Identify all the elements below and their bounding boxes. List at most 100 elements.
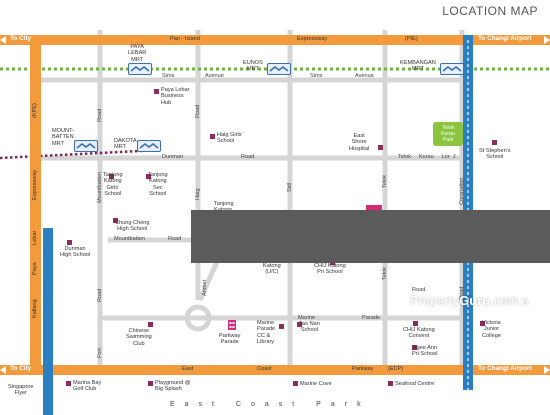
place-marker[interactable] <box>148 322 153 327</box>
place-marker[interactable] <box>113 218 118 223</box>
ecp-label-1: East <box>182 366 194 372</box>
mrt-icon <box>128 63 152 75</box>
kpe-label: (KPE) <box>32 103 38 118</box>
place-marine-cove: Marine Cove <box>300 381 332 387</box>
place-seafood-centre: Seafood Centre <box>395 381 435 387</box>
eunos-mrt: EUNOS MRT <box>243 60 263 73</box>
ecp-arrow-left <box>0 366 6 374</box>
telok-kurau-park: Telok Kurau Park <box>433 122 463 146</box>
building-marker <box>366 205 382 210</box>
place-tanjong-katong-sec: Tanjong Katong Sec School <box>148 172 168 198</box>
road-label-coronation: Coronation <box>459 177 465 205</box>
place-marker[interactable] <box>109 174 114 179</box>
paya-lebar-mrt: PAYA LEBAR MRT <box>128 44 147 63</box>
watermark: PropertyGuru.com.s <box>410 293 529 308</box>
place-chinese-swimming-club: Chinese Swimming Club <box>126 328 152 347</box>
ecp-to-changi: To Changi Airport <box>478 365 532 372</box>
east-coast-park-label: East Coast Park <box>170 401 371 408</box>
place-paya-lebar-business-hub: Paya Lebar Business Hub <box>161 87 190 106</box>
pie-arrow-right <box>544 36 550 44</box>
place-haig-girls-school: Haig Girls' School <box>217 132 243 145</box>
place-marker[interactable] <box>412 345 417 350</box>
place-katong-uc: Katong (U/C) <box>263 263 281 276</box>
road-label-sims-avenue-2: Avenue <box>355 73 374 79</box>
road-label-road-v3: Road <box>195 104 201 118</box>
kpe-expressway <box>30 35 41 375</box>
place-marker[interactable] <box>154 89 159 94</box>
road-label-still: Still <box>287 182 293 192</box>
place-ngee-ann-pri: Ngee Ann Pri School <box>412 345 438 358</box>
road-label-mountbatten: Mountbatten <box>114 236 146 242</box>
road-label-sims-right: Sims <box>310 73 323 79</box>
road-label-parade: Parade <box>362 315 381 321</box>
kallang-label: Kallang <box>32 299 38 318</box>
road-label-jalan-telok: Telok <box>382 266 388 280</box>
mrt-icon <box>74 140 98 152</box>
place-marker[interactable] <box>492 140 497 145</box>
pie-to-city: To City <box>10 35 32 42</box>
kpe-name-label: Expressway <box>32 169 38 200</box>
road-label-sims-avenue-1: Avenue <box>205 73 224 79</box>
park-label: Telok Kurau Park <box>441 125 455 143</box>
page-title: LOCATION MAP <box>442 4 538 18</box>
road-label-fort: Fort <box>97 348 103 358</box>
place-tao-nan-school: Tao Nan School <box>299 321 320 334</box>
place-tanjong-katong-girls: Tanjong Katong Girls' School <box>103 172 123 198</box>
dakota-mrt: DAKOTA MRT <box>114 138 137 151</box>
paya-label: Paya <box>32 262 38 275</box>
place-chij-katong-pri: CHIJ Katong Pri School <box>314 263 346 276</box>
mrt-icon <box>137 140 161 152</box>
ecp-label-3: Parkway <box>352 366 374 372</box>
place-east-shore-hospital: East Shore Hospital <box>349 133 370 152</box>
place-singapore-flyer: Singapore Flyer <box>8 384 34 397</box>
place-marker[interactable] <box>148 381 153 386</box>
place-marker[interactable] <box>480 321 485 326</box>
place-chung-cheng-high: Chung Cheng High School <box>115 220 150 233</box>
parkway-parade-icon <box>228 320 236 330</box>
place-marker[interactable] <box>293 381 298 386</box>
place-marker[interactable] <box>378 145 383 150</box>
ecp-expressway <box>0 365 550 375</box>
place-marker[interactable] <box>210 134 215 139</box>
place-marker[interactable] <box>279 324 284 329</box>
road-label-dunman-road: Road <box>241 154 255 160</box>
road-label-haig: Haig <box>195 188 201 200</box>
ecp-to-city: To City <box>10 365 32 372</box>
place-victoria-jc: Victoria Junior College <box>482 320 501 339</box>
place-marker[interactable] <box>67 240 72 245</box>
place-dunman-high: Dunman High School <box>60 246 91 259</box>
place-marker[interactable] <box>66 381 71 386</box>
pie-label-3: (PIE) <box>405 36 418 42</box>
road-label-marine-road: Road <box>412 287 426 293</box>
ecp-arrow-right <box>544 366 550 374</box>
place-chij-katong-convent: CHIJ Katong Convent <box>403 327 435 340</box>
redaction-overlay <box>191 210 550 263</box>
place-marina-bay-golf: Marina Bay Golf Club <box>73 380 102 393</box>
pie-arrow-left <box>0 36 6 44</box>
road-label-telok-kurau: Telok Kurau Lor J <box>398 154 456 160</box>
mountbatten-mrt: MOUNT- BATTEN MRT <box>52 128 75 147</box>
road-label-road-v2: Road <box>97 288 103 302</box>
circle-line <box>0 148 161 160</box>
road-label-sims-left: Sims <box>162 73 175 79</box>
road-label-marine: Marine <box>298 315 316 321</box>
ecp-label-2: Coast <box>257 366 272 372</box>
mrt-icon <box>440 63 464 75</box>
pie-label-1: Pan - Island <box>170 36 200 42</box>
place-marker[interactable] <box>388 381 393 386</box>
minor-roads <box>40 30 470 365</box>
mrt-icon <box>267 63 291 75</box>
place-marker[interactable] <box>413 321 418 326</box>
roundabout <box>184 304 212 332</box>
pie-to-changi: To Changi Airport <box>478 35 532 42</box>
place-marker[interactable] <box>146 174 151 179</box>
road-label-amber: Amber <box>202 279 208 296</box>
pie-expressway <box>0 35 550 45</box>
road-label-road-v1: Road <box>97 108 103 122</box>
place-st-stephens-school: St Stephen's School <box>479 148 511 161</box>
road-label-telok: Telok <box>382 174 388 188</box>
place-marker[interactable] <box>297 322 302 327</box>
place-marine-parade-cc: Marine Parade CC & Library <box>257 320 276 346</box>
road-label-dunman: Dunman <box>162 154 184 160</box>
